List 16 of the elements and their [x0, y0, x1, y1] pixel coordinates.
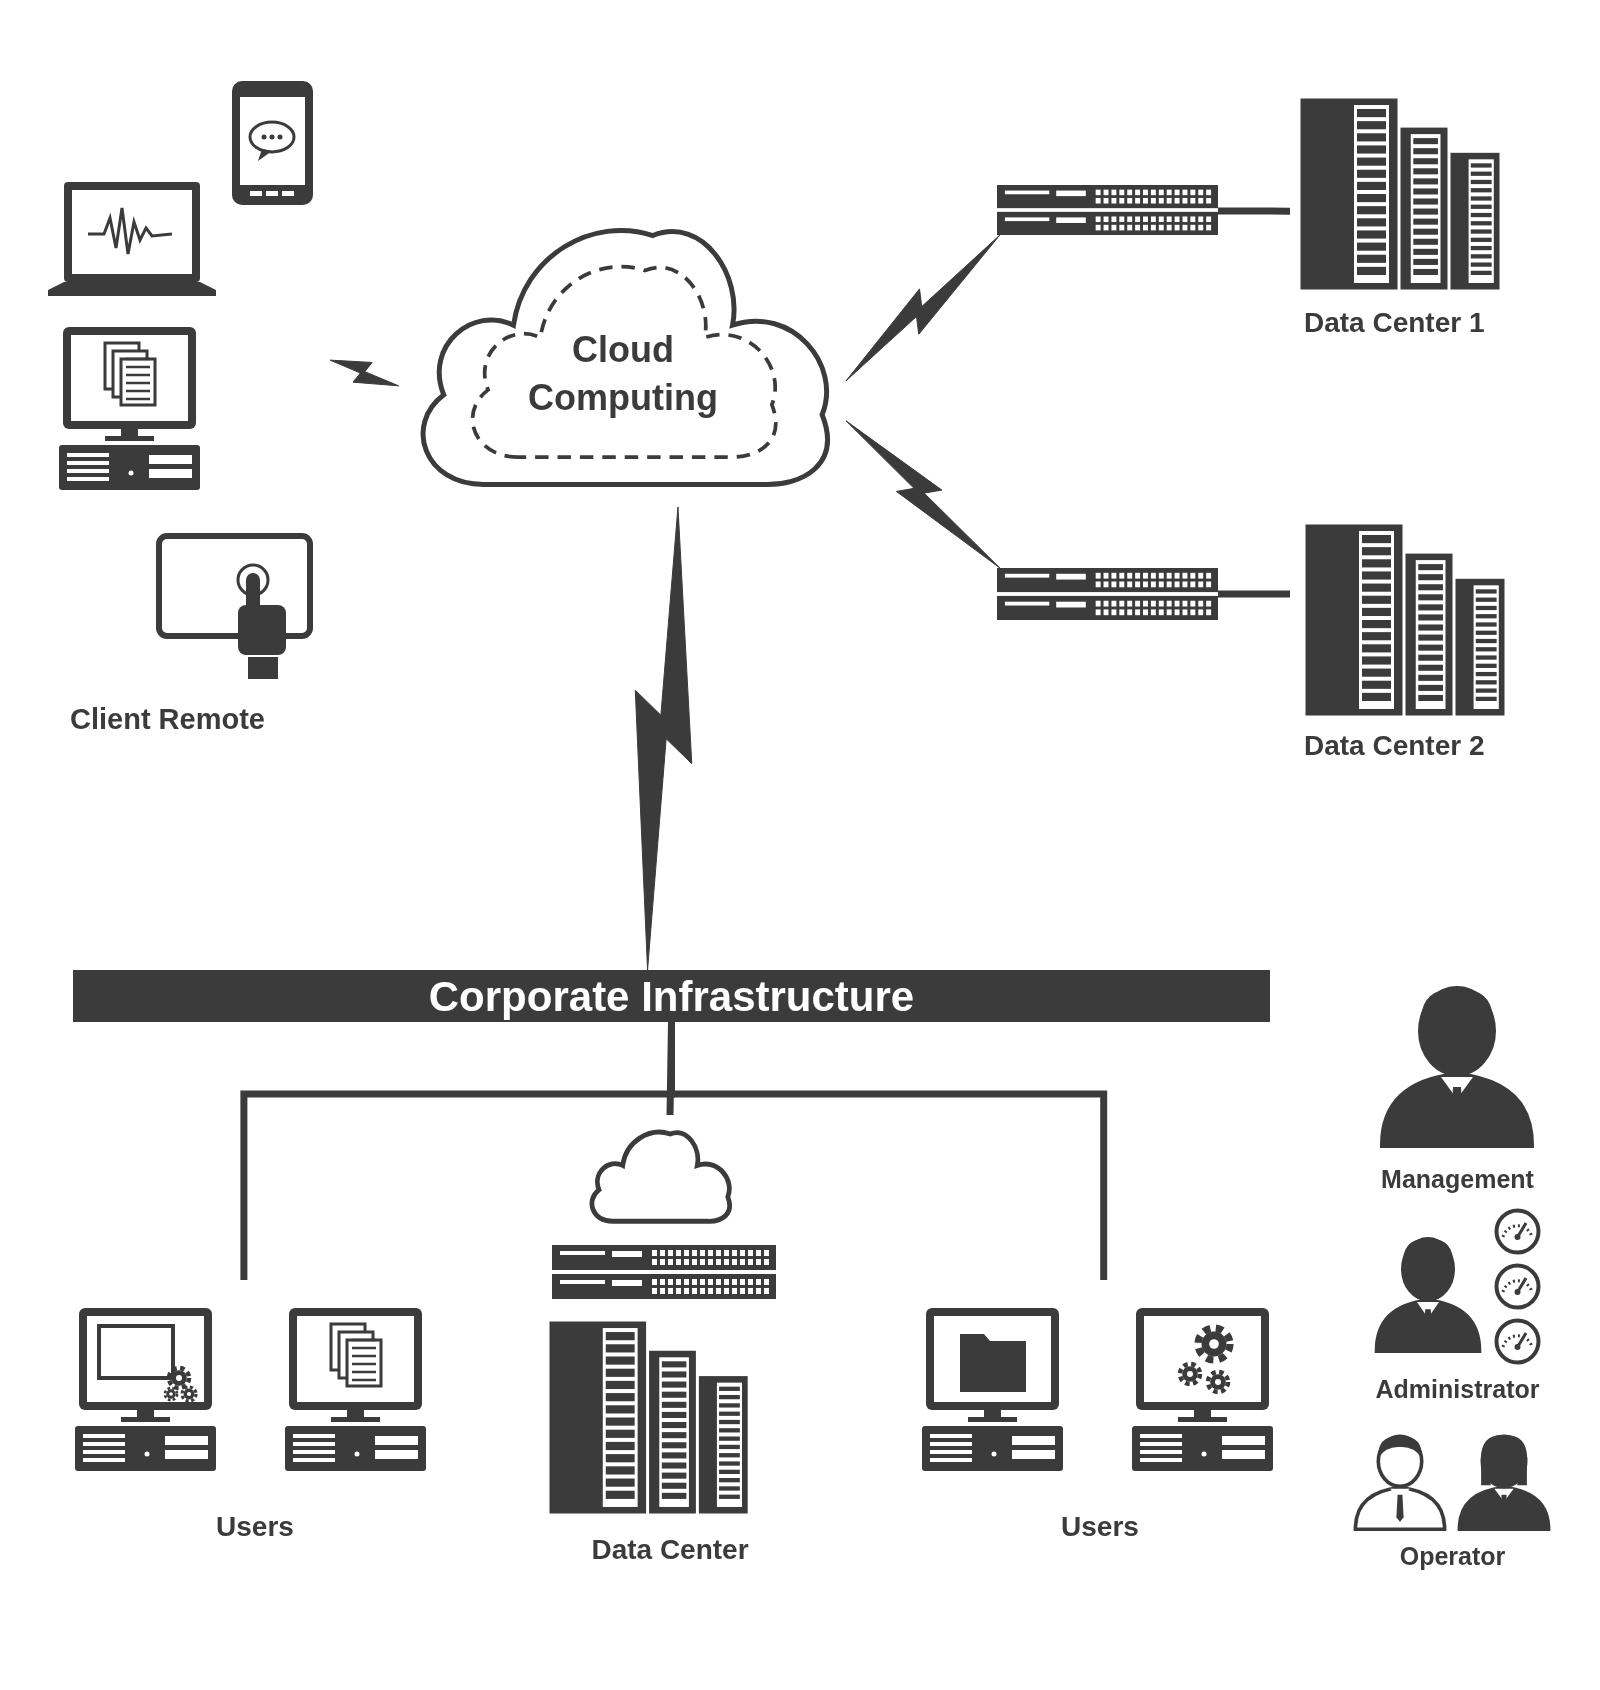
node-label: Data Center 2: [1304, 729, 1485, 763]
rack-server-icon: [997, 185, 1218, 235]
node-label: Users: [215, 1510, 295, 1544]
lightning-bolt-connector: [634, 506, 693, 971]
node-label: Data Center: [590, 1533, 750, 1567]
node-label: Client Remote: [70, 702, 265, 737]
lightning-bolt-connector: [845, 234, 1001, 382]
node-label: Data Center 1: [1304, 306, 1485, 340]
node-label: Users: [1060, 1510, 1140, 1544]
lightning-bolt-connector: [845, 420, 1001, 569]
cloud-label: Cloud Computing: [527, 328, 719, 420]
node-label: Management: [1380, 1164, 1535, 1195]
node-label: Administrator: [1374, 1374, 1541, 1405]
lightning-bolt-connector: [329, 359, 400, 387]
node-label: Operator: [1398, 1541, 1507, 1572]
rack-server-icon: [997, 568, 1218, 620]
